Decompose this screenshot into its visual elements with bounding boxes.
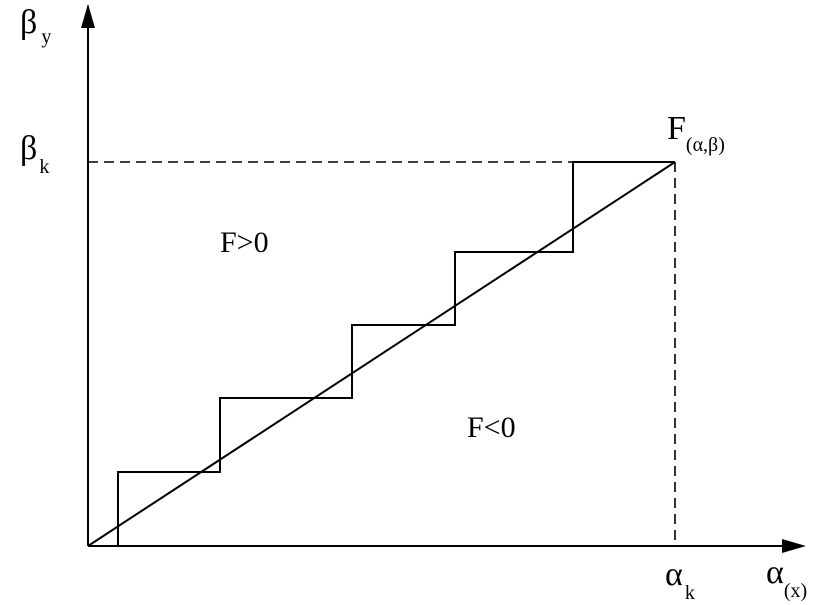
ideal-line: [87, 161, 676, 547]
staircase-path: [117, 161, 675, 546]
x-axis-label: α(x): [766, 554, 808, 602]
y-axis-arrowhead: [81, 4, 95, 28]
endpoint-label: F(α,β): [667, 110, 725, 156]
region-below-label: F<0: [467, 411, 516, 444]
x-axis-arrowhead: [782, 539, 806, 553]
region-above-label: F>0: [220, 226, 269, 259]
